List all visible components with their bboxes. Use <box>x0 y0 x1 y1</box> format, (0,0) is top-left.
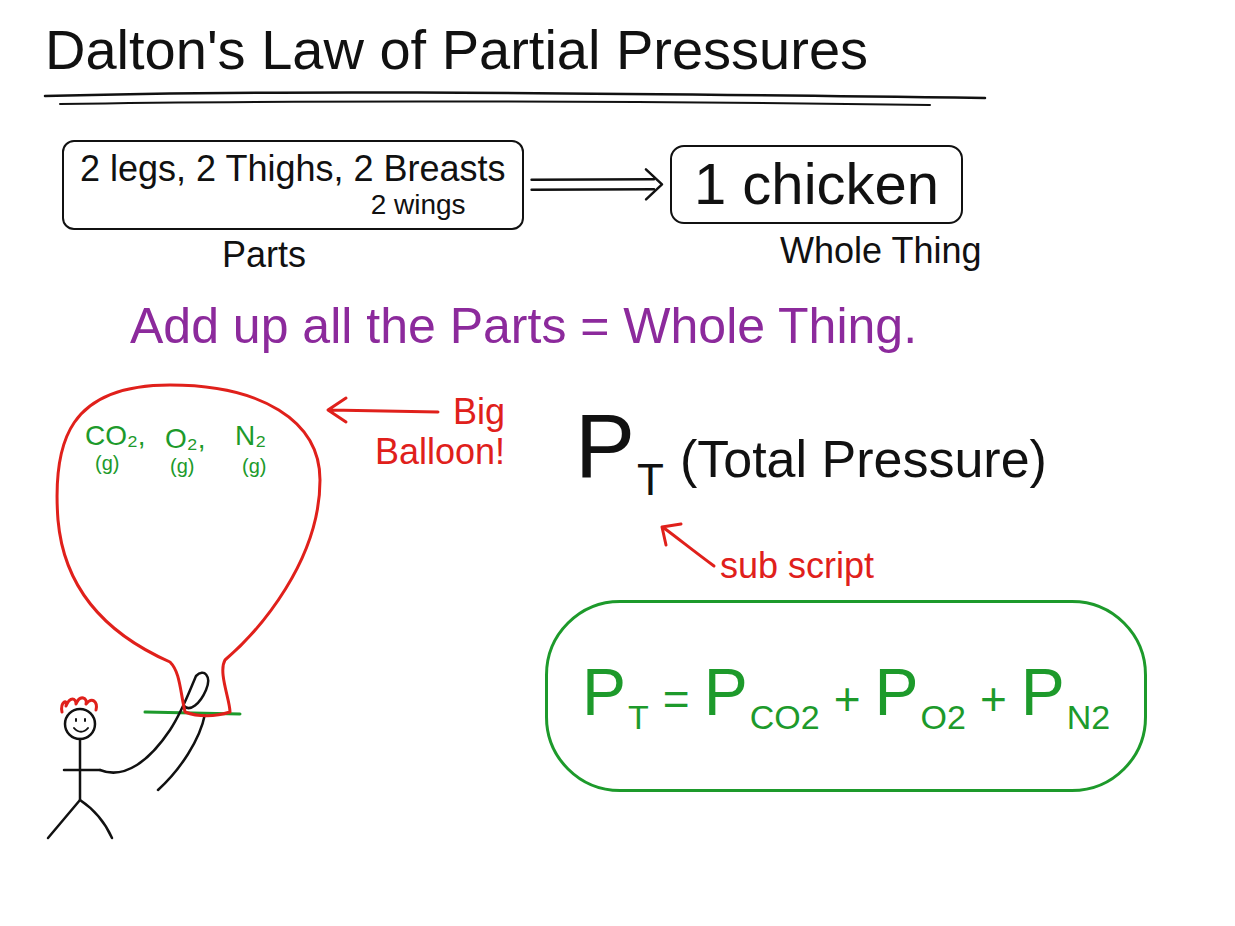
gas-formula: O₂, <box>165 423 205 455</box>
state-mark: (g) <box>170 455 194 478</box>
title-underline <box>60 101 930 105</box>
callout-note: Big Balloon! <box>335 392 505 471</box>
gas-formula: CO₂, <box>85 420 146 452</box>
whole-text: 1 chicken <box>694 151 939 218</box>
state-mark: (g) <box>95 452 119 475</box>
arrow-shaft <box>532 178 654 181</box>
pressure-symbol: P <box>582 655 626 731</box>
pressure-symbol: P <box>875 655 919 731</box>
arrow-shaft <box>532 188 654 191</box>
title: Dalton's Law of Partial Pressures <box>45 18 868 82</box>
balloon-pointer <box>328 398 438 422</box>
stick-head <box>65 709 95 739</box>
arrow-head <box>646 169 662 199</box>
pressure-symbol: P <box>704 655 748 731</box>
parts-list: 2 legs, 2 Thighs, 2 Breasts <box>80 148 506 189</box>
stick-body <box>64 739 100 800</box>
state-mark: (g) <box>242 455 266 478</box>
operator: + <box>834 673 861 726</box>
parts-list: 2 wings <box>80 189 506 221</box>
pressure-symbol: P <box>1021 655 1065 731</box>
box-caption: Parts <box>222 234 524 275</box>
balloon-outline <box>57 385 320 716</box>
summary-note: Add up all the Parts = Whole Thing. <box>130 298 917 356</box>
gas-formula: N₂ <box>235 420 266 452</box>
pressure-symbol: P <box>575 395 635 499</box>
stick-arm <box>100 673 208 773</box>
box-frame: 2 legs, 2 Thighs, 2 Breasts2 wings <box>62 140 524 230</box>
title-underline <box>45 92 985 98</box>
stick-legs <box>48 800 112 838</box>
pressure-heading: PT(Total Pressure) <box>575 395 1047 499</box>
stick-face <box>74 719 88 732</box>
callout-note: sub script <box>720 545 874 586</box>
box-frame: 1 chicken <box>670 145 963 224</box>
process-box: 1 chickenWhole Thing <box>670 145 981 271</box>
double-arrow <box>532 169 662 199</box>
formula-box: PT=PCO2+PO2+PN2 <box>545 600 1147 792</box>
box-caption: Whole Thing <box>780 230 981 271</box>
process-box: 2 legs, 2 Thighs, 2 Breasts2 wingsParts <box>62 140 524 275</box>
operator: = <box>663 673 690 726</box>
symbol-meaning: (Total Pressure) <box>680 430 1047 490</box>
formula-frame: PT=PCO2+PO2+PN2 <box>545 600 1147 792</box>
subscript-pointer <box>662 524 714 566</box>
subscript: T <box>628 698 649 737</box>
subscript: T <box>637 455 664 506</box>
balloon-string <box>158 714 205 790</box>
subscript: N2 <box>1067 698 1110 737</box>
subscript: CO2 <box>750 698 820 737</box>
subscript: O2 <box>921 698 966 737</box>
operator: + <box>980 673 1007 726</box>
balloon: CO₂,(g)O₂,(g)N₂(g) <box>50 375 330 720</box>
